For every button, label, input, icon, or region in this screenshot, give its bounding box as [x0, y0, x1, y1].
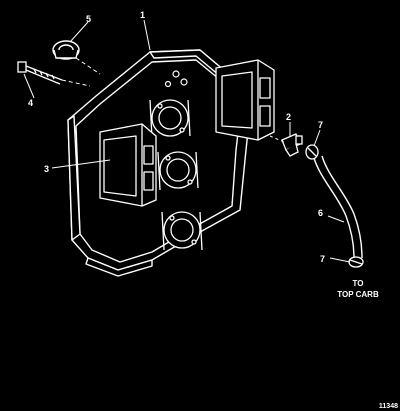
carb-opening-middle [157, 151, 199, 191]
breather-hose [313, 155, 363, 259]
callout-4: 4 [28, 98, 33, 108]
hose-note-line2: TOP CARB [337, 290, 379, 299]
callout-3: 3 [44, 164, 49, 174]
hose-clamp-lower [348, 256, 364, 268]
callout-1: 1 [140, 10, 145, 20]
carb-opening-top [149, 99, 191, 139]
leader-lines [23, 19, 351, 263]
carb-opening-bottom [161, 211, 203, 251]
callout-5: 5 [86, 14, 91, 24]
plug-grommet [52, 40, 80, 60]
hose-clamp-upper [305, 144, 319, 160]
callout-6: 6 [318, 208, 323, 218]
intake-port-right [215, 59, 275, 141]
hose-note-line1: TO [353, 279, 364, 288]
figure-number: 11348 [379, 403, 398, 410]
housing-top-holes [164, 70, 188, 88]
breather-fitting [281, 133, 303, 157]
callout-7-lower: 7 [320, 254, 325, 264]
callout-7-upper: 7 [318, 120, 323, 130]
callout-2: 2 [286, 112, 291, 122]
intake-port-left [99, 123, 157, 207]
mounting-bolt [17, 61, 63, 85]
